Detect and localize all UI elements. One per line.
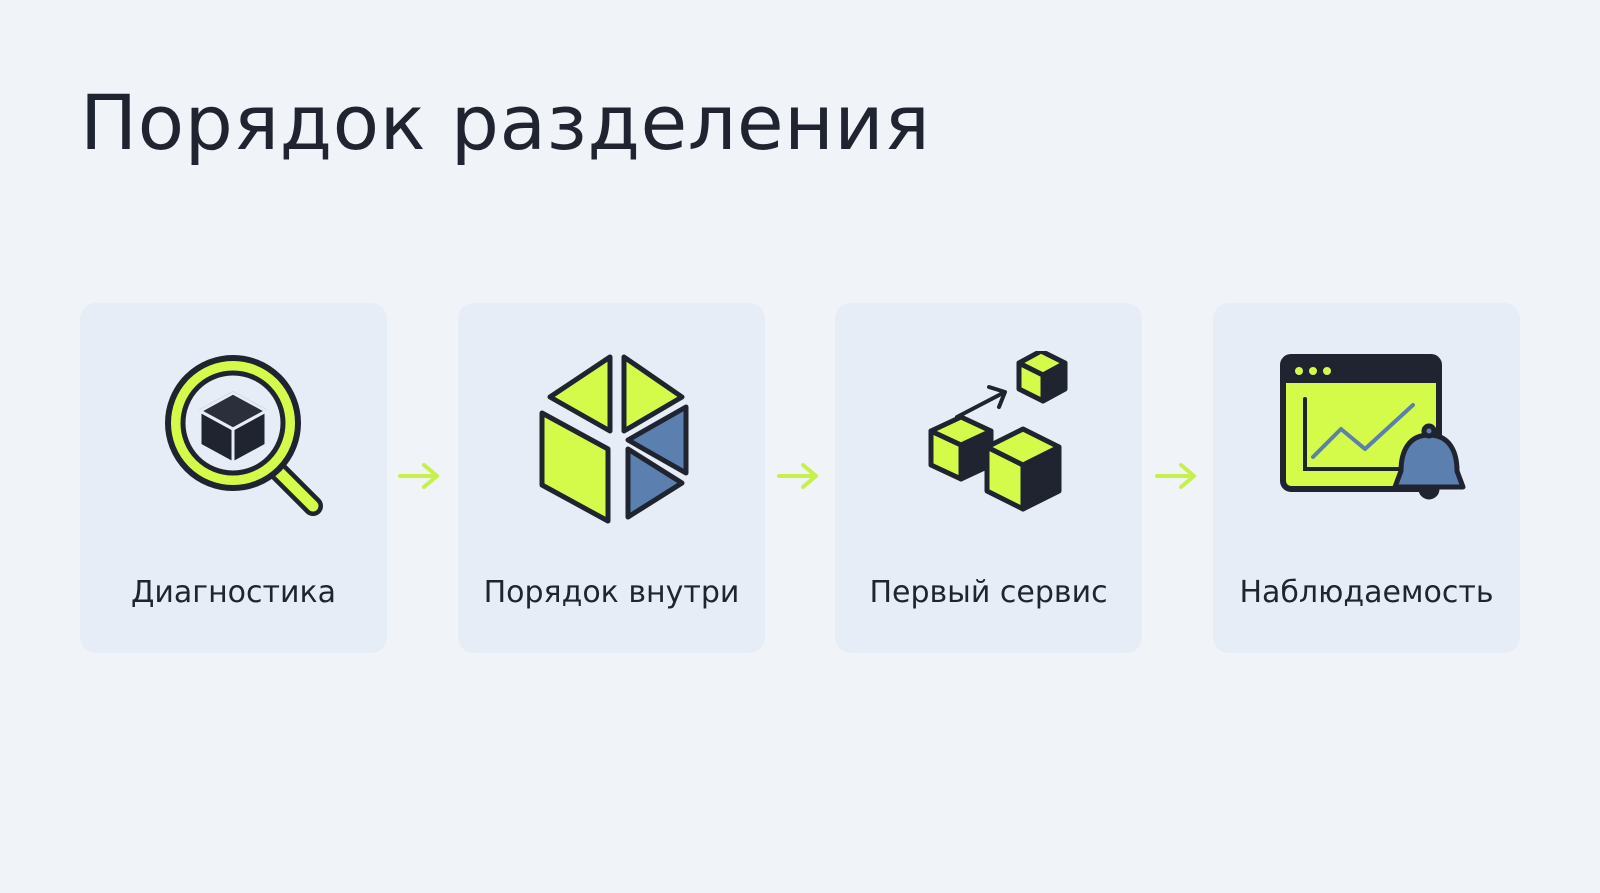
magnifier-cube-icon xyxy=(158,351,323,531)
monitor-chart-bell-icon xyxy=(1279,351,1466,531)
segmented-hexagon-icon xyxy=(536,351,689,531)
step-label: Диагностика xyxy=(130,575,337,610)
arrow-right-icon xyxy=(398,463,439,489)
step-card-internal-order: Порядок внутри xyxy=(458,303,765,653)
step-label: Наблюдаемость xyxy=(1239,575,1494,610)
step-label: Первый сервис xyxy=(869,575,1108,610)
step-card-diagnostics: Диагностика xyxy=(80,303,387,653)
step-card-first-service: Первый сервис xyxy=(835,303,1142,653)
page-title: Порядок разделения xyxy=(80,78,931,167)
arrow-right-icon xyxy=(1155,463,1196,489)
cubes-extract-icon xyxy=(899,348,1068,531)
step-card-observability: Наблюдаемость xyxy=(1213,303,1520,653)
arrow-right-icon xyxy=(777,463,818,489)
step-label: Порядок внутри xyxy=(483,575,740,610)
